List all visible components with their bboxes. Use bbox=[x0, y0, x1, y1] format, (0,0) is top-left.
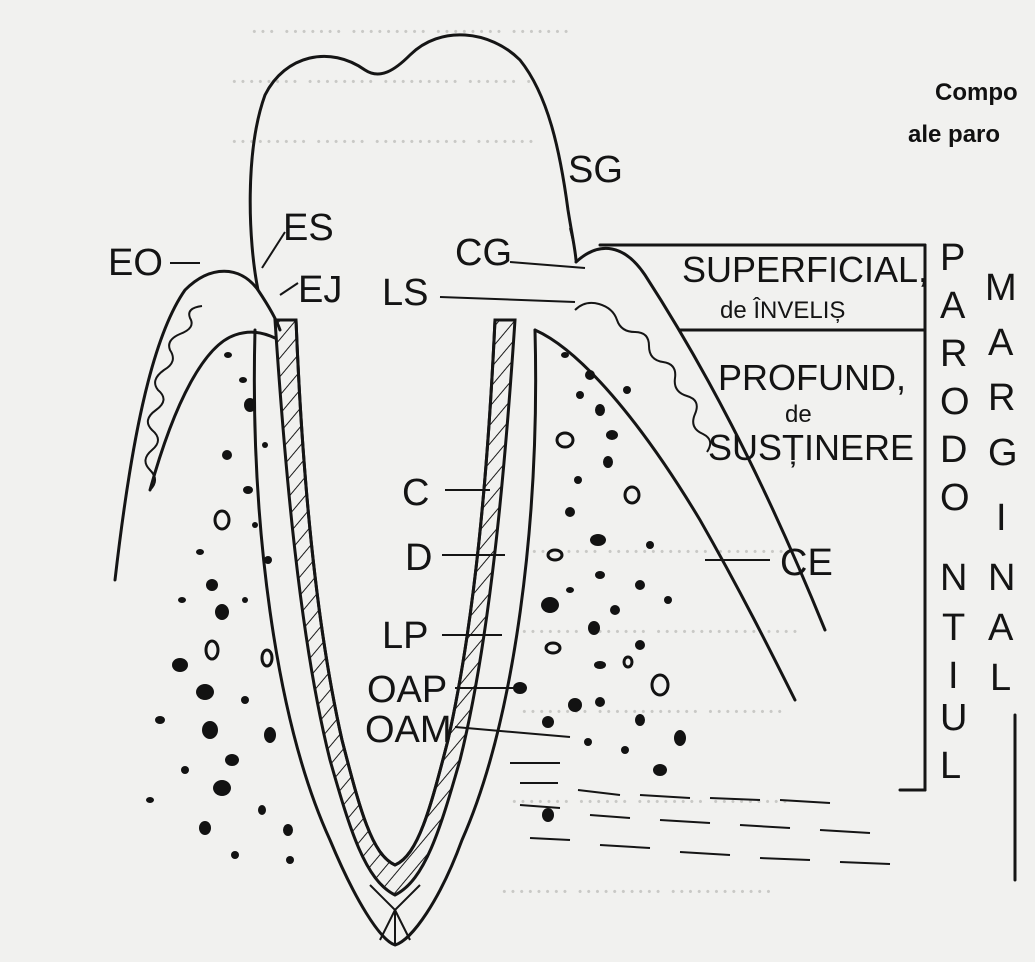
vertical-letter: I bbox=[948, 655, 959, 697]
label-eo: EO bbox=[108, 242, 163, 284]
vertical-letter: N bbox=[940, 557, 967, 599]
vertical-letter: N bbox=[988, 557, 1015, 599]
vertical-letter: M bbox=[985, 267, 1017, 309]
vertical-letter: P bbox=[940, 237, 965, 279]
vertical-letter: O bbox=[940, 477, 970, 519]
svg-text:········ ············ ········: ········ ············ ········· bbox=[530, 537, 794, 566]
vertical-letter: L bbox=[990, 657, 1011, 699]
label-sg: SG bbox=[568, 149, 623, 191]
svg-text:··· ······· ········· ········: ··· ······· ········· ········ ······· bbox=[250, 17, 570, 46]
vertical-letter: R bbox=[988, 377, 1015, 419]
profund-de-label: de bbox=[785, 401, 812, 428]
label-oap: OAP bbox=[367, 669, 447, 711]
label-oam: OAM bbox=[365, 709, 452, 751]
label-lp: LP bbox=[382, 615, 428, 657]
label-d: D bbox=[405, 537, 432, 579]
profund-sub-label: SUSȚINERE bbox=[708, 427, 914, 468]
profund-label: PROFUND, bbox=[718, 357, 906, 398]
svg-text:······· ······· ············ ·: ······· ······· ············ ···· bbox=[520, 617, 799, 646]
label-ce: CE bbox=[780, 542, 833, 584]
vertical-letter: D bbox=[940, 429, 967, 471]
vertical-letter: R bbox=[940, 333, 967, 375]
vertical-letter: U bbox=[940, 697, 967, 739]
svg-text:········ ·········· ··········: ········ ·········· ············ bbox=[500, 877, 773, 906]
svg-text:········· ······ ··········· ·: ········· ······ ··········· ······· bbox=[230, 127, 535, 156]
vertical-letter: T bbox=[942, 607, 965, 649]
vertical-letter: A bbox=[988, 322, 1014, 364]
vertical-letter: G bbox=[988, 432, 1018, 474]
svg-text:········ ············ ········: ········ ············ ········· bbox=[520, 697, 784, 726]
vertical-parodontiul: P A R O D O N T I U L bbox=[940, 237, 970, 787]
label-ls: LS bbox=[382, 272, 428, 314]
superficial-sub-label: de ÎNVELIȘ bbox=[720, 297, 845, 324]
label-es: ES bbox=[283, 207, 334, 249]
superficial-label: SUPERFICIAL, bbox=[682, 249, 928, 290]
vertical-letter: I bbox=[996, 497, 1007, 539]
vertical-letter: A bbox=[988, 607, 1014, 649]
vertical-letter: A bbox=[940, 285, 966, 327]
label-c: C bbox=[402, 472, 429, 514]
svg-text:········ ········ ········· ··: ········ ········ ········· ······ · bbox=[230, 67, 533, 96]
label-cg: CG bbox=[455, 232, 512, 274]
vertical-letter: L bbox=[940, 745, 961, 787]
header-line-2: ale paro bbox=[908, 121, 1000, 148]
header-line-1: Compo bbox=[935, 79, 1018, 106]
vertical-letter: O bbox=[940, 381, 970, 423]
label-ej: EJ bbox=[298, 269, 342, 311]
